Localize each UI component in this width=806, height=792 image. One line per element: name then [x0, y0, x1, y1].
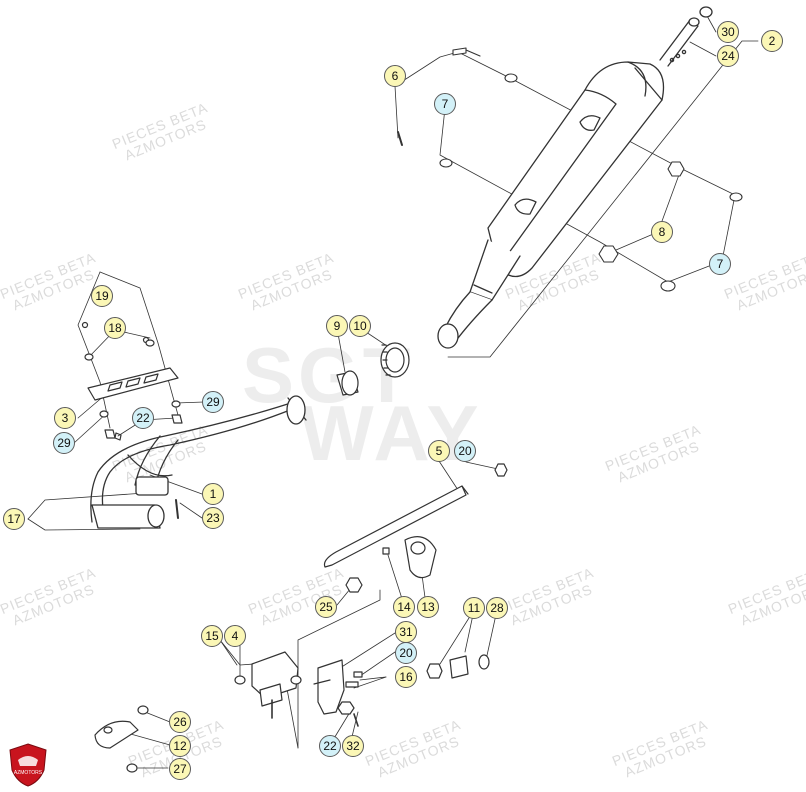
callout-28[interactable]: 28 [486, 597, 508, 619]
valve-assembly [94, 651, 490, 773]
callout-20[interactable]: 20 [395, 642, 417, 664]
header-pipe [90, 395, 307, 529]
callout-29[interactable]: 29 [202, 391, 224, 413]
callout-22[interactable]: 22 [132, 407, 154, 429]
callout-12[interactable]: 12 [169, 735, 191, 757]
callout-6[interactable]: 6 [384, 65, 406, 87]
callout-10[interactable]: 10 [349, 315, 371, 337]
callout-7[interactable]: 7 [434, 93, 456, 115]
callout-14[interactable]: 14 [393, 596, 415, 618]
silencer [437, 6, 713, 349]
helmet-shield-icon: AZMOTORS [9, 743, 47, 787]
callout-1[interactable]: 1 [202, 483, 224, 505]
callout-4[interactable]: 4 [224, 625, 246, 647]
callout-13[interactable]: 13 [417, 596, 439, 618]
callout-15[interactable]: 15 [201, 625, 223, 647]
callout-27[interactable]: 27 [169, 758, 191, 780]
callout-32[interactable]: 32 [342, 735, 364, 757]
callout-5[interactable]: 5 [428, 440, 450, 462]
logo-text: AZMOTORS [14, 770, 43, 776]
callout-23[interactable]: 23 [202, 507, 224, 529]
silencer-hardware [397, 47, 743, 292]
callout-30[interactable]: 30 [717, 21, 739, 43]
leader-lines [27, 13, 759, 769]
callout-3[interactable]: 3 [54, 407, 76, 429]
callout-17[interactable]: 17 [3, 508, 25, 530]
callout-11[interactable]: 11 [463, 597, 485, 619]
callout-2[interactable]: 2 [761, 30, 783, 52]
brand-watermark-top: SGT [242, 331, 415, 419]
callout-29[interactable]: 29 [53, 432, 75, 454]
heat-shield [81, 321, 183, 441]
callout-7[interactable]: 7 [709, 253, 731, 275]
callout-16[interactable]: 16 [395, 666, 417, 688]
callout-9[interactable]: 9 [326, 315, 348, 337]
callout-25[interactable]: 25 [315, 596, 337, 618]
callout-26[interactable]: 26 [169, 711, 191, 733]
callout-31[interactable]: 31 [395, 621, 417, 643]
callout-22[interactable]: 22 [319, 735, 341, 757]
mounting-rod [323, 463, 508, 593]
callout-24[interactable]: 24 [717, 45, 739, 67]
callout-19[interactable]: 19 [91, 285, 113, 307]
coupling [336, 342, 410, 396]
callout-8[interactable]: 8 [651, 221, 673, 243]
brand-watermark-bottom: WAY [300, 389, 483, 477]
callout-20[interactable]: 20 [454, 440, 476, 462]
callout-18[interactable]: 18 [104, 317, 126, 339]
